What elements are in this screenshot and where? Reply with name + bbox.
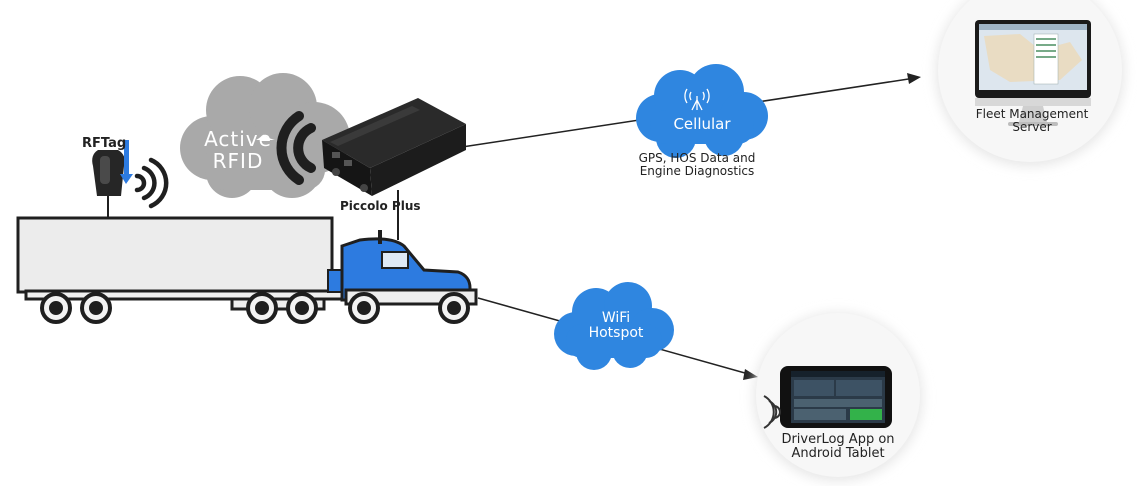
arrowhead-server [907, 73, 921, 84]
cellular-cloud [636, 64, 768, 158]
tablet-label-line2: Android Tablet [791, 445, 885, 461]
cellular-caption-line1: GPS, HOS Data and [638, 151, 756, 165]
rftag-device-icon [92, 140, 133, 218]
active-rfid-line2: RFID [212, 149, 264, 173]
server-label-line2: Server [1012, 119, 1052, 134]
cellular-caption-line2: Engine Diagnostics [639, 163, 755, 178]
active-rfid-line1: Active [204, 127, 272, 151]
rftag-label: RFTag [82, 136, 127, 151]
piccolo-plus-label: Piccolo Plus [340, 199, 421, 213]
trailer-wheels [40, 292, 318, 324]
rftag-signal-icon [134, 157, 169, 209]
rfid-signal-icon [276, 111, 316, 185]
wifi-label-line2: Hotspot [588, 325, 644, 342]
truck-wheels [348, 292, 470, 324]
piccolo-plus-device [322, 98, 466, 196]
cellular-label: Cellular [673, 115, 731, 133]
tablet-label: DriverLog App on Android Tablet [766, 433, 910, 460]
cellular-caption: GPS, HOS Data and Engine Diagnostics [612, 152, 782, 177]
trailer [16, 216, 358, 311]
cellular-antenna-icon [684, 88, 710, 111]
active-rfid-label: Active RFID [196, 128, 280, 172]
tablet-signal-icon [763, 395, 781, 429]
wifi-label: WiFi Hotspot [572, 310, 660, 342]
server-label-line1: Fleet Management [975, 107, 1089, 121]
monitor-icon [975, 20, 1091, 126]
tablet-icon [780, 366, 892, 428]
tablet-label-line1: DriverLog App on [781, 432, 895, 447]
wifi-label-line1: WiFi [601, 310, 631, 326]
arrowhead-tablet [743, 369, 758, 380]
wifi-cloud [554, 282, 674, 370]
server-label: Fleet Management Server [962, 108, 1102, 133]
